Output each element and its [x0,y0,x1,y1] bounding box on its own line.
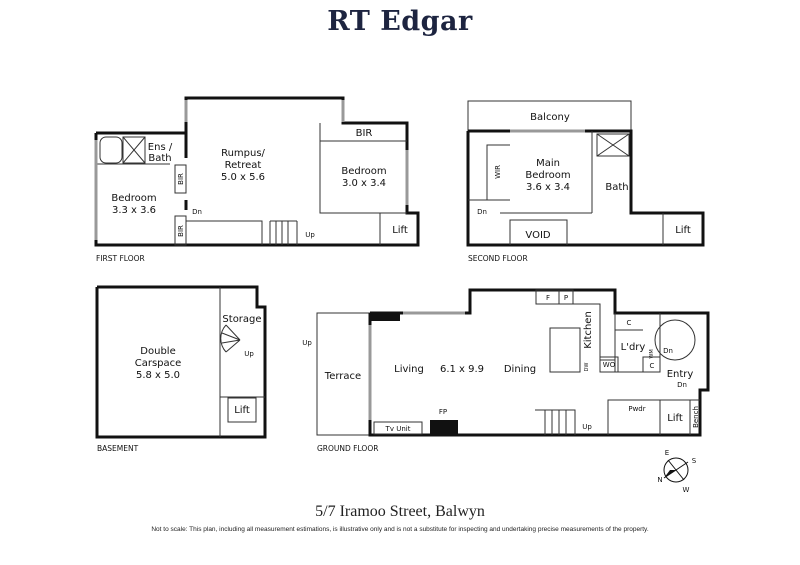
living-label: Living [394,364,424,375]
fireplace-label: FP [439,408,447,416]
cupboard-label: C [650,362,655,370]
ens-bath-label-2: Bath [148,153,171,164]
balcony-label: Balcony [530,112,570,123]
dn-label: Dn [677,381,687,389]
first-floor-plan: Ens / Bath BIR BIR BIR Rumpus/ Retreat 5… [94,96,420,263]
lift-label: Lift [234,405,250,416]
lift-label: Lift [392,225,408,236]
up-label: Up [302,339,312,347]
second-floor-plan: Balcony WIR Main Bedroom 3.6 x 3.4 Bath … [466,100,705,263]
carspace-label-2: Carspace [135,358,182,369]
up-label: Up [305,231,315,239]
bedroom-label: Bedroom [111,193,156,204]
carspace-label: Double [140,346,175,357]
property-address: 5/7 Iramoo Street, Balwyn [315,503,485,520]
compass-n: N [657,476,662,484]
dn-label: Dn [477,208,487,216]
compass-e: E [665,449,669,457]
laundry-label: L'dry [621,342,646,353]
dn-label: Dn [663,347,673,355]
ground-floor-title: GROUND FLOOR [317,444,378,453]
wir-label: WIR [494,165,502,179]
first-floor-title: FIRST FLOOR [96,254,145,263]
powder-label: Pwdr [628,405,645,413]
lift-label: Lift [667,413,683,424]
living-dining-dims: 6.1 x 9.9 [440,364,484,375]
bedroom-label: Bedroom [341,166,386,177]
wm-label: WM [649,349,655,358]
rumpus-dims: 5.0 x 5.6 [221,172,265,183]
brand-logo: RT Edgar [327,6,473,37]
kitchen-label: Kitchen [583,311,594,349]
bir-label: BIR [177,225,185,237]
fridge-label: F [546,294,550,302]
terrace-label: Terrace [324,371,361,382]
bedroom-dims: 3.3 x 3.6 [112,205,156,216]
cupboard-label: C [627,319,632,327]
bedroom-dims: 3.0 x 3.4 [342,178,386,189]
bir-label: BIR [177,173,185,185]
tv-unit-label: Tv Unit [385,425,411,433]
void-label: VOID [525,230,550,241]
storage-label: Storage [222,314,261,325]
up-label: Up [244,350,254,358]
basement-title: BASEMENT [97,444,139,453]
entry-label: Entry [667,369,694,380]
compass-icon: N E S W [657,449,696,494]
disclaimer: Not to scale: This plan, including all m… [151,526,649,533]
wo-label: WO [603,361,616,369]
main-bedroom-label: Main [536,158,560,169]
compass-s: S [692,457,697,465]
ens-bath-label: Ens / [148,142,173,153]
dw-label: DW [584,363,590,372]
ground-floor-plan: Up Terrace Living 6.1 x 9.9 Dining Kitch… [302,288,710,453]
main-bedroom-label-2: Bedroom [525,170,570,181]
bench-label: Bench [692,406,700,428]
basement-plan: Storage Up Lift Double Carspace 5.8 x 5.… [95,285,267,453]
rumpus-label-2: Retreat [225,160,262,171]
second-floor-title: SECOND FLOOR [468,254,528,263]
dn-label: Dn [192,208,202,216]
dining-label: Dining [504,364,536,375]
bath-label: Bath [605,182,628,193]
bir-label: BIR [356,128,373,139]
compass-w: W [683,486,690,494]
main-bedroom-dims: 3.6 x 3.4 [526,182,570,193]
carspace-dims: 5.8 x 5.0 [136,370,180,381]
pantry-label: P [564,294,568,302]
up-label: Up [582,423,592,431]
rumpus-label: Rumpus/ [221,148,265,159]
lift-label: Lift [675,225,691,236]
